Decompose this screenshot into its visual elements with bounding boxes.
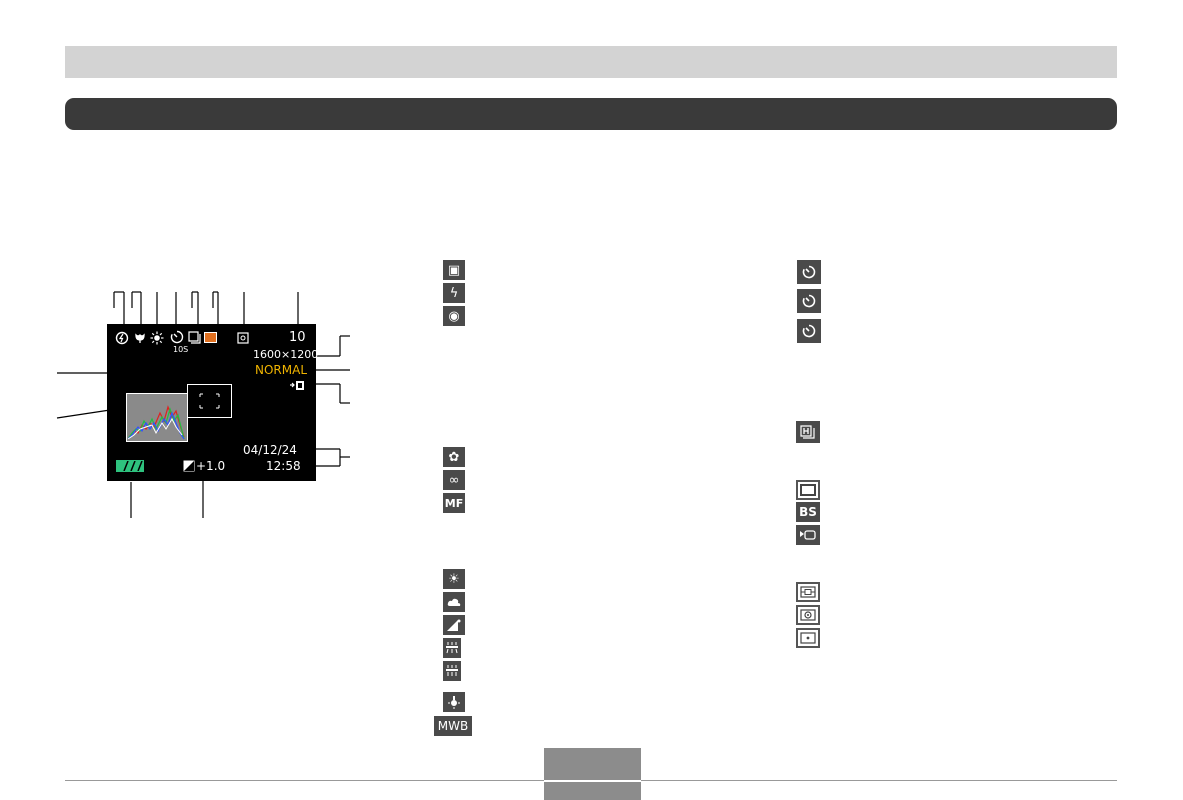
tungsten-wb-icon (443, 692, 465, 712)
self-timer-subtext: 10S (173, 345, 189, 354)
top-header-band (65, 46, 1117, 78)
self-timer-icon (797, 260, 821, 284)
self-timer-icon (797, 319, 821, 343)
high-speed-continuous-icon (796, 421, 820, 443)
remaining-shots: 10 (289, 330, 306, 345)
self-timer-icon (797, 289, 821, 313)
focus-frame (187, 384, 232, 418)
capture-date: 04/12/24 (243, 443, 297, 457)
macro-icon (135, 333, 145, 343)
recording-mode-icon (204, 332, 217, 343)
flash-off-icon (115, 331, 129, 345)
metering-icon (237, 332, 249, 344)
multi-metering-icon (796, 582, 820, 602)
daylight-icon (150, 331, 164, 345)
manual-wb-icon: MWB (434, 716, 472, 736)
center-weighted-metering-icon (796, 605, 820, 625)
snapshot-mode-icon (796, 480, 820, 500)
daylight-wb-icon: ☀ (443, 569, 465, 589)
movie-mode-icon (796, 525, 820, 545)
capture-time: 12:58 (266, 459, 301, 473)
image-quality: NORMAL (255, 363, 308, 377)
shade-wb-icon (443, 615, 465, 635)
cloudy-wb-icon (443, 592, 465, 612)
lcd-screen: 10S 10 1600×1200 NORMAL 04/12/24 12:58 +… (107, 324, 319, 481)
section-title-bar (65, 98, 1117, 130)
continuous-shutter-icon (188, 331, 201, 344)
battery-icon (116, 460, 144, 472)
fluorescent-wb-icon (443, 638, 461, 658)
ev-shift-icon (183, 460, 195, 472)
fluorescent-daylight-wb-icon (443, 661, 461, 681)
manual-focus-icon: MF (443, 493, 465, 513)
self-timer-icon (170, 330, 184, 344)
spot-metering-icon (796, 628, 820, 648)
ev-shift-value: +1.0 (196, 459, 226, 473)
histogram (126, 393, 188, 442)
page-number-tab (544, 748, 641, 800)
macro-icon: ✿ (443, 447, 465, 467)
infinity-icon: ∞ (443, 470, 465, 490)
best-shot-icon: BS (796, 502, 820, 522)
flash-on-icon: ϟ (443, 283, 465, 303)
flash-off-icon: ▣ (443, 260, 465, 280)
image-size: 1600×1200 (253, 348, 319, 361)
card-icon (290, 381, 304, 390)
red-eye-icon: ◉ (443, 306, 465, 326)
page-tab-divider (544, 780, 641, 782)
